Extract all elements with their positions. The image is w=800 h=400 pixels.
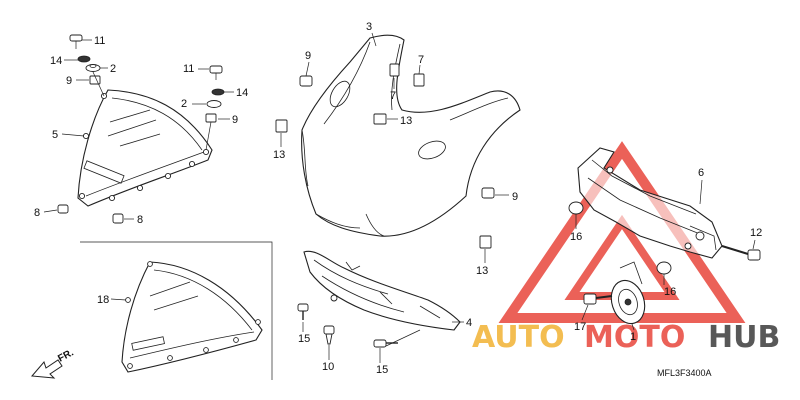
bracket-callouts: 6 12 16 16 1 17	[570, 167, 762, 343]
inner-cowl	[303, 250, 461, 331]
inset-box: 18	[80, 241, 273, 380]
callout-7a: 7	[390, 90, 396, 102]
callout-16b: 16	[664, 286, 676, 298]
screw-stack-right	[205, 65, 225, 151]
bolt-12-icon	[721, 245, 761, 261]
clip-13b-icon	[275, 119, 288, 133]
screw-11b-icon	[209, 65, 223, 74]
callout-16a: 16	[570, 231, 582, 243]
screw-11a-icon	[69, 34, 83, 42]
callout-9c: 9	[305, 50, 311, 62]
callout-15a: 15	[298, 333, 310, 345]
callout-13a: 13	[400, 115, 412, 127]
callout-2a: 2	[110, 63, 116, 75]
collar-16b-icon	[656, 261, 672, 275]
callout-10: 10	[322, 361, 334, 373]
windscreen-variant	[121, 261, 263, 373]
callout-17: 17	[574, 321, 586, 333]
nut-9c-icon	[299, 75, 313, 87]
callout-5: 5	[52, 129, 58, 141]
bracket-assembly	[568, 147, 761, 325]
callout-9a: 9	[66, 75, 72, 87]
nut-9b-icon	[205, 113, 217, 123]
front-label: FR.	[56, 347, 76, 364]
watermark-brand-3: HUB	[708, 320, 780, 355]
upper-cowl-assembly	[275, 34, 521, 249]
screw-15a-icon	[297, 303, 309, 320]
clip-7b-icon	[413, 73, 425, 87]
front-arrow: FR.	[30, 347, 76, 379]
callout-8a: 8	[34, 207, 40, 219]
callout-9d: 9	[512, 191, 518, 203]
callout-4: 4	[466, 317, 472, 329]
callout-18: 18	[97, 294, 109, 306]
callout-7b: 7	[418, 54, 424, 66]
inner-cowl-callouts: 4 15 10 15	[298, 317, 472, 376]
inner-cowl-assembly	[297, 250, 461, 348]
mirror-mount-right	[418, 140, 446, 160]
clip-8a-icon	[57, 204, 69, 214]
washer-14a-icon	[77, 55, 91, 63]
upper-cowl	[301, 34, 521, 237]
nut-9d-icon	[481, 187, 495, 199]
callout-11b: 11	[183, 63, 194, 75]
callout-13b: 13	[273, 149, 285, 161]
mount-bracket	[577, 147, 723, 259]
grommet-2b-icon	[206, 100, 222, 108]
windscreen-logo-mark	[83, 160, 125, 184]
horn-1-icon	[610, 261, 646, 325]
mirror-mount-left	[329, 80, 351, 108]
callout-14b: 14	[236, 87, 248, 99]
callout-14a: 14	[50, 55, 62, 67]
callout-11a: 11	[94, 35, 105, 47]
grommet-2a-icon	[85, 64, 101, 72]
watermark-brand-1: AUTO	[472, 320, 565, 355]
clip-10-icon	[323, 325, 335, 345]
clip-13a-icon	[373, 113, 387, 125]
clip-8b-icon	[112, 213, 124, 224]
callout-2b: 2	[181, 98, 187, 110]
upper-cowl-callouts: 3 9 7 7 13 13 9 13	[273, 21, 518, 277]
drawing-code: MFL3F3400A	[657, 368, 712, 378]
windscreen-assembly	[77, 89, 213, 207]
clip-13c-icon	[479, 235, 492, 249]
bolt-17-icon	[583, 293, 613, 305]
callout-8b: 8	[137, 214, 143, 226]
watermark-brand-2: MOTO	[584, 320, 685, 355]
windscreen	[77, 89, 213, 207]
windscreen-callouts: 11 14 2 9 11 14 2 9 5 8 8	[34, 35, 248, 226]
collar-16a-icon	[568, 201, 584, 215]
callout-13c: 13	[476, 265, 488, 277]
callout-3: 3	[366, 21, 372, 33]
callout-1: 1	[630, 331, 636, 343]
front-arrow-icon	[30, 359, 63, 379]
callout-15b: 15	[376, 364, 388, 376]
callout-9b: 9	[232, 114, 238, 126]
watermark-logo: AUTO MOTO HUB	[472, 141, 780, 355]
clip-7a-icon	[389, 63, 400, 77]
callout-6: 6	[698, 167, 704, 179]
washer-14b-icon	[211, 88, 225, 96]
callout-12: 12	[750, 227, 762, 239]
